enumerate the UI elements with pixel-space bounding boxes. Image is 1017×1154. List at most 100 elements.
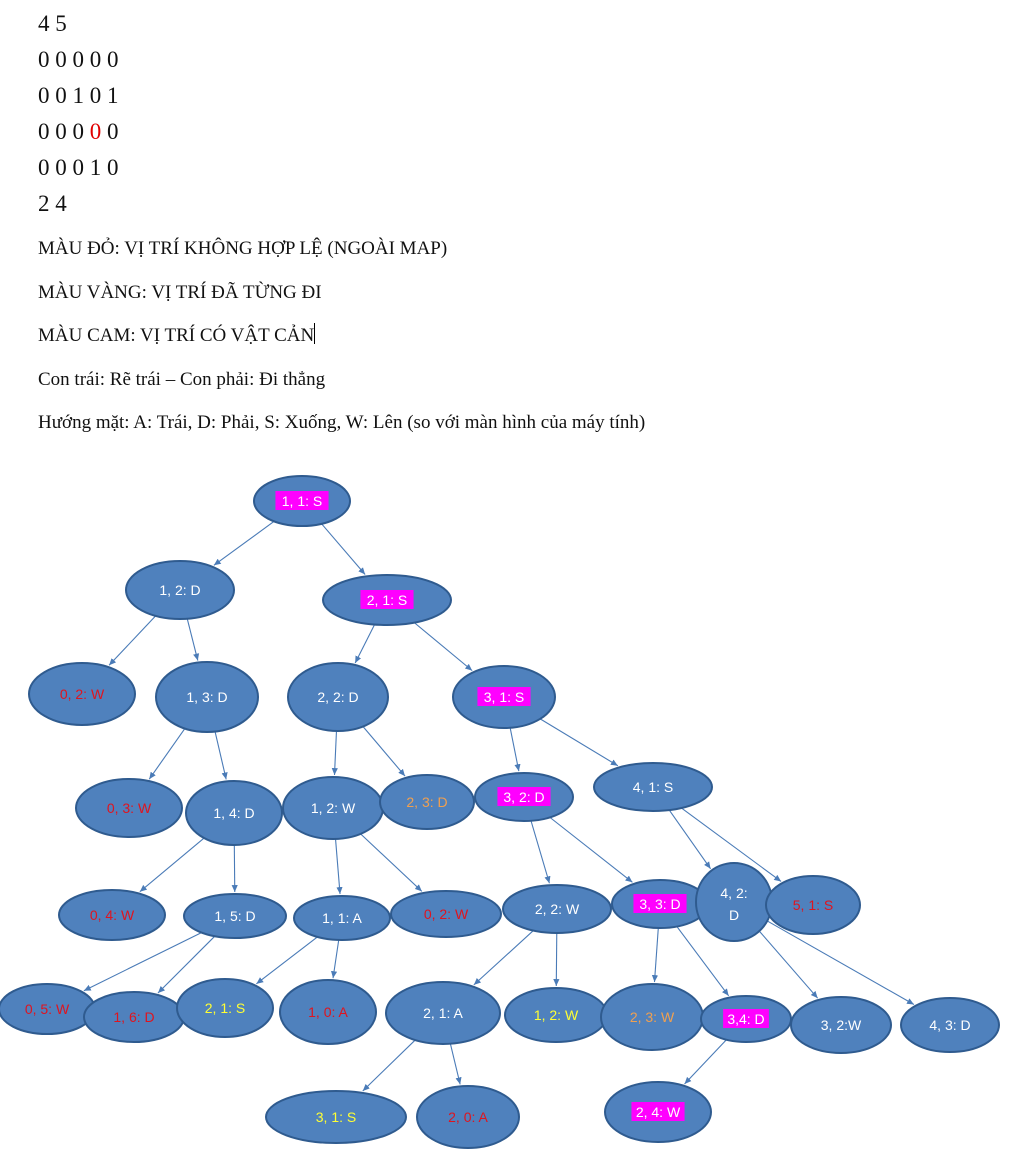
tree-node-label: 1, 2: W [534, 1007, 579, 1023]
grid-cell: 0 [107, 47, 119, 72]
tree-node-label: 1, 2: W [311, 800, 356, 816]
tree-edge [758, 930, 819, 999]
tree-node-label: 5, 1: S [793, 897, 833, 913]
tree-node-shape [125, 560, 235, 620]
tree-node-label: 3, 2: D [503, 789, 544, 805]
grid-cell: 0 [38, 47, 50, 72]
tree-node-label: 0, 2: W [424, 906, 469, 922]
tree-node-label: 1, 1: A [322, 910, 362, 926]
path-highlight [497, 787, 551, 806]
tree-edge [553, 932, 560, 987]
tree-node-shape [390, 890, 502, 938]
grid-cell: 1 [89, 155, 102, 180]
text-cursor [314, 323, 316, 345]
tree-node: 0, 2: W [390, 890, 502, 938]
tree-node-label: 1, 0: A [308, 1004, 348, 1020]
tree-edge [148, 728, 186, 780]
tree-edge [362, 1039, 416, 1092]
grid-cell: 0 [38, 83, 50, 108]
tree-node-shape [58, 889, 166, 941]
tree-node-shape [183, 893, 287, 939]
tree-node: 0, 4: W [58, 889, 166, 941]
tree-edge [449, 1043, 462, 1085]
tree-edge [186, 618, 200, 661]
tree-node: 3, 2:W [790, 996, 892, 1054]
tree-node-shape [155, 661, 259, 733]
tree-node: 0, 2: W [28, 662, 136, 726]
path-highlight [631, 1102, 685, 1121]
tree-node-shape [379, 774, 475, 830]
tree-node-label: 0, 3: W [107, 800, 152, 816]
tree-node-shape [176, 978, 274, 1038]
tree-node-shape [265, 1090, 407, 1144]
tree-node: 3, 1: S [452, 665, 556, 729]
tree-edge [681, 807, 782, 882]
tree-node-label: 4, 3: D [929, 1017, 970, 1033]
tree-node: 1, 2: D [125, 560, 235, 620]
grid-cell: 0 [55, 83, 67, 108]
tree-edge [321, 523, 366, 575]
grid-cell: 1 [107, 83, 119, 108]
tree-node: 1, 1: S [253, 475, 351, 527]
tree-node: 3,4: D [700, 995, 792, 1043]
legend-notes: MÀU ĐỎ: VỊ TRÍ KHÔNG HỢP LỆ (NGOÀI MAP) M… [38, 234, 645, 452]
tree-node: 1, 3: D [155, 661, 259, 733]
tree-node-shape [287, 662, 389, 732]
legend-line: Con trái: Rẽ trái – Con phải: Đi thẳng [38, 365, 645, 409]
legend-text: MÀU CAM: VỊ TRÍ CÓ VẬT CẢN [38, 325, 315, 347]
tree-node: 1, 5: D [183, 893, 287, 939]
tree-node-shape [385, 981, 501, 1045]
tree-node-shape [695, 862, 773, 942]
tree-node: 2, 3: D [379, 774, 475, 830]
grid-cell: 0 [72, 155, 85, 180]
tree-edge [676, 926, 730, 997]
tree-edge [214, 731, 228, 780]
tree-node-shape [502, 884, 612, 934]
tree-edge [549, 816, 633, 883]
tree-node: 2, 3: W [600, 983, 704, 1051]
tree-edge [509, 727, 521, 772]
tree-node-label: 1, 5: D [214, 908, 255, 924]
tree-node: 4, 1: S [593, 762, 713, 812]
tree-node-label: 2, 2: D [317, 689, 358, 705]
grid-cell: 4 [55, 191, 67, 216]
tree-node-label: 2, 3: D [406, 794, 447, 810]
tree-edge [668, 809, 712, 870]
tree-edge [684, 1039, 727, 1085]
legend-line: Hướng mặt: A: Trái, D: Phải, S: Xuống, W… [38, 408, 645, 452]
grid-cell: 0 [38, 155, 50, 180]
tree-node-shape [593, 762, 713, 812]
grid-cell: 0 [55, 47, 67, 72]
tree-edge [157, 935, 216, 994]
tree-edge [213, 520, 275, 566]
legend-line: MÀU CAM: VỊ TRÍ CÓ VẬT CẢN [38, 321, 645, 365]
tree-node: 2, 2: W [502, 884, 612, 934]
tree-node: 2, 1: S [322, 574, 452, 626]
tree-node-label: 2, 1: A [423, 1005, 463, 1021]
grid-cell: 0 [89, 119, 102, 144]
grid-cell: 0 [72, 47, 85, 72]
grid-row: 0 0 1 0 1 [38, 78, 119, 114]
tree-node-label: 2, 1: S [205, 1000, 245, 1016]
grid-cell: 0 [72, 119, 85, 144]
tree-node: 4, 2:D [695, 862, 773, 942]
tree-node-label: 2, 2: W [535, 901, 580, 917]
tree-node-shape [293, 895, 391, 941]
tree-node-shape [28, 662, 136, 726]
tree-edge [108, 615, 157, 666]
tree-node: 3, 3: D [611, 879, 709, 929]
tree-node: 2, 1: S [176, 978, 274, 1038]
legend-line: MÀU ĐỎ: VỊ TRÍ KHÔNG HỢP LỆ (NGOÀI MAP) [38, 234, 645, 278]
tree-edge [530, 820, 551, 884]
tree-node-label: 1, 1: S [282, 493, 322, 509]
tree-node-label: 3, 3: D [639, 896, 680, 912]
tree-edge [334, 838, 343, 895]
tree-node-label: 2, 3: W [630, 1009, 675, 1025]
tree-node-label: 0, 4: W [90, 907, 135, 923]
tree-node: 0, 3: W [75, 778, 183, 838]
tree-node: 1, 2: W [282, 776, 384, 840]
legend-text: Hướng mặt: A: Trái, D: Phải, S: Xuống, W… [38, 412, 646, 434]
tree-edge [360, 833, 423, 892]
tree-edge [331, 730, 338, 776]
